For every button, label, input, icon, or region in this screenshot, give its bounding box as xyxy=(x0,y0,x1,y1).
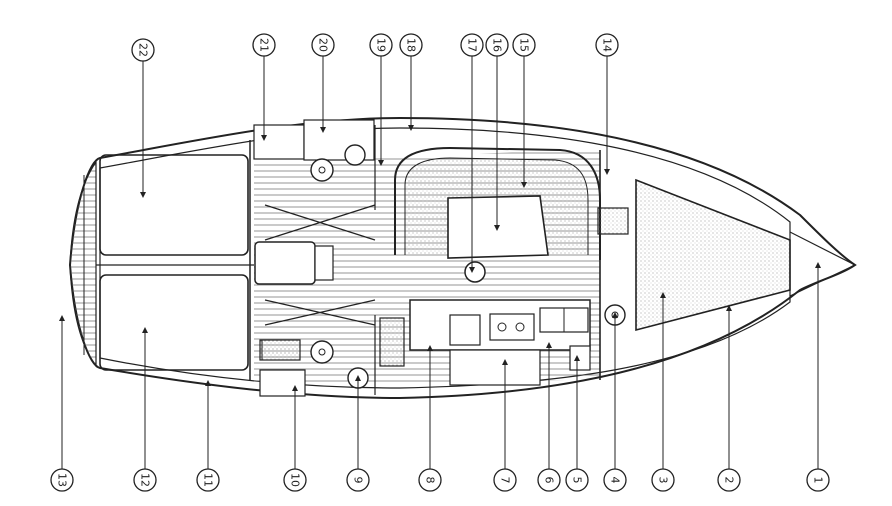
bottom-callout-label-5: 5 xyxy=(571,477,584,484)
engine-box xyxy=(254,241,316,285)
bottom-callout-circle-12 xyxy=(133,468,157,492)
navigation-locker xyxy=(379,317,405,367)
bottom-callout-label-12: 12 xyxy=(139,473,152,487)
top-callout-label-14: 14 xyxy=(601,38,614,52)
bow-anchor-locker xyxy=(789,231,857,297)
bottom-callout-label-6: 6 xyxy=(543,477,556,484)
top-callout-label-21: 21 xyxy=(258,38,271,52)
top-callout-label-17: 17 xyxy=(466,38,479,52)
toilet-top xyxy=(310,158,334,182)
top-callout-label-18: 18 xyxy=(405,38,418,52)
callout-leaders xyxy=(59,56,821,469)
bottom-callout-label-7: 7 xyxy=(499,477,512,484)
basin-top xyxy=(344,144,366,166)
stern-transom xyxy=(69,160,97,368)
bottom-callout-label-1: 1 xyxy=(812,477,825,484)
mast-step xyxy=(464,261,486,283)
top-callout-label-16: 16 xyxy=(491,38,504,52)
top-callout-circle-19 xyxy=(369,33,393,57)
v-berth xyxy=(635,178,791,332)
bottom-callout-circle-2 xyxy=(717,468,741,492)
bottom-callout-circle-10 xyxy=(283,468,307,492)
saloon-table xyxy=(447,195,549,259)
bottom-callout-label-8: 8 xyxy=(424,477,437,484)
bottom-callout-circle-1 xyxy=(806,468,830,492)
galley-stove xyxy=(489,313,535,341)
bottom-callout-circle-3 xyxy=(651,468,675,492)
bottom-callout-circle-13 xyxy=(50,468,74,492)
bottom-callout-label-13: 13 xyxy=(56,473,69,487)
chart-table-seat xyxy=(449,314,481,346)
top-callout-circle-21 xyxy=(252,33,276,57)
galley-stool xyxy=(569,345,591,371)
top-callout-circle-20 xyxy=(311,33,335,57)
bottom-callout-circle-4 xyxy=(603,468,627,492)
bottom-callout-label-2: 2 xyxy=(723,477,736,484)
bottom-callout-label-10: 10 xyxy=(289,473,302,487)
top-callout-label-15: 15 xyxy=(518,38,531,52)
top-callout-circle-18 xyxy=(399,33,423,57)
bottom-callout-circle-7 xyxy=(493,468,517,492)
top-callout-circle-22 xyxy=(131,38,155,62)
bottom-callout-circle-8 xyxy=(418,468,442,492)
ice-box xyxy=(449,349,541,386)
companionway-steps xyxy=(314,245,334,281)
bottom-callout-label-9: 9 xyxy=(352,477,365,484)
aft-berth-starboard xyxy=(99,154,249,256)
saloon-floor xyxy=(254,146,601,386)
bottom-callout-circle-9 xyxy=(346,468,370,492)
toilet-bottom xyxy=(310,340,334,364)
aft-cabins xyxy=(96,140,254,380)
bottom-callout-label-11: 11 xyxy=(202,473,215,487)
aft-berth-port xyxy=(99,274,249,371)
forward-cabin xyxy=(597,150,791,380)
bottom-callout-circle-11 xyxy=(196,468,220,492)
bottom-callout-label-4: 4 xyxy=(609,477,622,484)
bottom-callout-label-3: 3 xyxy=(657,477,670,484)
top-callout-circle-14 xyxy=(595,33,619,57)
callouts-top: 14 15 16 17 18 19 20 21 22 xyxy=(131,33,619,62)
top-callout-label-20: 20 xyxy=(317,38,330,52)
top-callout-circle-17 xyxy=(460,33,484,57)
forward-step xyxy=(597,207,629,235)
settee-u-outer xyxy=(394,146,601,260)
bottom-callout-circle-5 xyxy=(565,468,589,492)
top-callout-circle-15 xyxy=(512,33,536,57)
top-callout-label-22: 22 xyxy=(137,43,150,57)
top-callout-label-19: 19 xyxy=(375,38,388,52)
bottom-callout-circle-6 xyxy=(537,468,561,492)
top-callout-circle-16 xyxy=(485,33,509,57)
heads-and-lockers xyxy=(253,119,376,397)
